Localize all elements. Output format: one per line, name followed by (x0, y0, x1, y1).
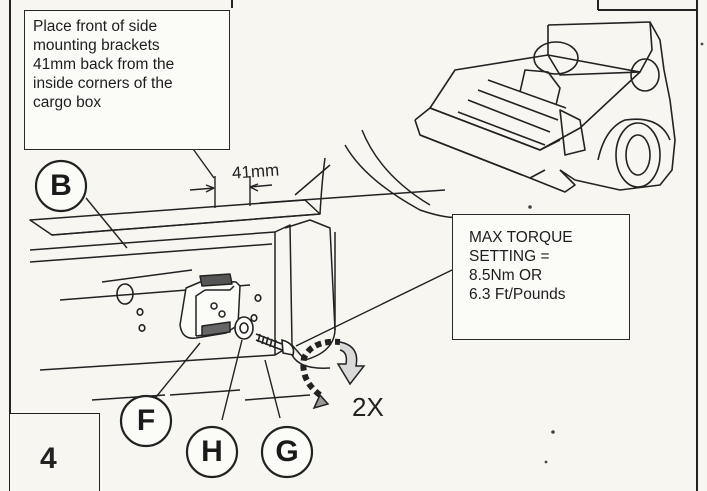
part-circle-g (260, 425, 314, 479)
torque-line: 8.5Nm OR (469, 267, 543, 284)
screw (255, 333, 295, 356)
instruction-line: Place front of side (33, 18, 158, 35)
instruction-line: 41mm back from the (33, 56, 175, 73)
step-number: 4 (40, 442, 57, 475)
dimension-marker (189, 176, 273, 208)
part-label-g: G (275, 435, 299, 468)
instruction-line: cargo box (33, 94, 102, 111)
part-circle-b (34, 159, 88, 213)
step-box (10, 413, 100, 491)
part-circles (34, 159, 314, 479)
torque-line: SETTING = (469, 248, 550, 265)
wall-holes (116, 283, 262, 332)
paper-specks (528, 42, 704, 464)
instruction-callout: Place front of side mounting brackets 41… (24, 10, 230, 150)
rotation-arrow (300, 338, 366, 410)
instruction-line: inside corners of the (33, 75, 173, 92)
part-label-f: F (136, 404, 156, 437)
part-label-h: H (201, 435, 223, 468)
torque-line: MAX TORQUE (469, 229, 573, 246)
part-circle-f (119, 394, 173, 448)
instruction-line: mounting brackets (33, 37, 160, 54)
torque-line: 6.3 Ft/Pounds (469, 286, 566, 303)
quantity-label: 2X (352, 392, 384, 422)
washer (234, 316, 254, 340)
part-label-b: B (50, 169, 72, 202)
page-frame (9, 0, 698, 491)
side-mounting-bracket (179, 273, 241, 339)
torque-callout: MAX TORQUE SETTING = 8.5Nm OR 6.3 Ft/Pou… (452, 214, 630, 340)
dimension-label: 41mm (231, 160, 280, 183)
truck-illustration (414, 21, 676, 193)
part-circle-h (185, 425, 239, 479)
